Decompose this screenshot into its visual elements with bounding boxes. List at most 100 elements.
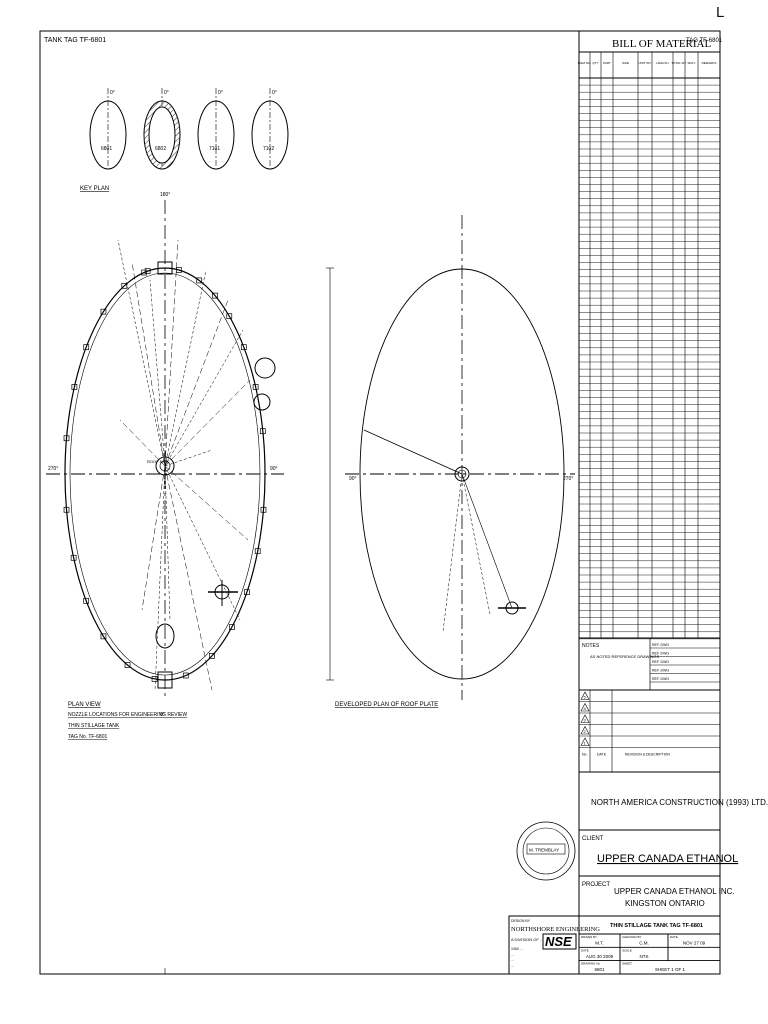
key-tank-angle: 0° (218, 90, 223, 96)
bom-col-header: UNIT WT. (639, 61, 652, 65)
nozzle-radial-line (117, 239, 166, 467)
shell-nozzle (259, 428, 266, 435)
shell-nozzle (254, 548, 261, 555)
stamp-name-box (526, 843, 566, 855)
engineer-sub: A DIVISION OF ... (511, 937, 543, 942)
client-name: UPPER CANADA ETHANOL (597, 853, 738, 865)
shell-nozzle (121, 282, 128, 289)
rev-number: 4 (584, 706, 587, 711)
ref-dwg-text: REF. DWG (652, 652, 669, 656)
rev-number: 5 (584, 695, 587, 700)
nozzle-radial-line (164, 465, 249, 541)
engineer-address-line: ... (511, 964, 514, 968)
drawing-cell-label: DATE (581, 948, 589, 952)
client-label: CLIENT (582, 836, 604, 842)
shell-nozzle (182, 672, 189, 679)
angle-mark-1: 90° (270, 466, 278, 472)
drawing-cell-label: SHEET (622, 962, 632, 966)
dev-center-nozzle (454, 466, 470, 482)
engineer-stamp: M. TREMBLAY (516, 821, 576, 881)
shell-nozzle (212, 292, 218, 299)
rev-triangle-icon (580, 691, 590, 700)
bill-of-material: BILL OF MATERIAL TAG TF-6801 ITEM NO.QTY… (578, 38, 723, 640)
rev-header: DATE (597, 753, 607, 757)
developed-plan: 90° 270° (326, 215, 575, 700)
nozzle-radial-line (164, 379, 251, 467)
shell-nozzle (70, 554, 77, 561)
shell-nozzle (100, 308, 107, 315)
project-line1: UPPER CANADA ETHANOL INC. (614, 887, 735, 896)
shell-nozzle (124, 662, 131, 668)
drawing-cell-label: DRAWN BY (581, 935, 597, 939)
ref-dwg-text: REF. DWG (652, 643, 669, 647)
shell-nozzle (144, 268, 151, 274)
key-tank-angle: 0° (164, 90, 169, 96)
shell-nozzle (83, 597, 90, 604)
bottom-nozzle (155, 623, 175, 649)
bom-col-header: TOTAL WT. (671, 61, 686, 65)
rev-header: No. (582, 753, 587, 757)
developed-plan-label: DEVELOPED PLAN OF ROOF PLATE (335, 702, 438, 708)
drawing-title: THIN STILLAGE TANK TAG TF-6801 (610, 923, 703, 929)
shell-nozzle (63, 506, 70, 513)
sheet-border (39, 30, 721, 975)
corner-mark: L (716, 4, 725, 21)
frame-title: TANK TAG TF-6801 (44, 37, 106, 44)
nozzle-radial-line (141, 465, 166, 611)
key-tank-tag: 6801 (101, 146, 112, 152)
nse-logo-box (542, 933, 577, 950)
drawing-cell-value: NOV 27 09 (683, 941, 706, 946)
rev-number: 3 (584, 718, 587, 723)
nozzle-radial-line (164, 239, 179, 467)
drawing-cell-label: DRAWING No. (581, 962, 601, 966)
rev-triangle-icon (580, 702, 590, 712)
rev-triangle-icon (580, 725, 590, 735)
key-plan-label: KEY PLAN (80, 186, 109, 192)
stamp-inner (522, 827, 570, 875)
drawing-cell-value: 6801 (594, 967, 605, 972)
bom-col-header: MATL (688, 61, 696, 65)
shell-nozzle (83, 344, 90, 351)
revision-box (578, 689, 721, 773)
roof-nozzle-inner (159, 460, 171, 472)
plan-view: ROOF NOZ 270° 90° 180° 0° (46, 192, 284, 718)
shell-nozzle (151, 676, 158, 682)
bom-col-header: PART (603, 61, 611, 65)
plan-view-sub3: TAG No. TF-6801 (68, 734, 107, 740)
dev-right-mark: 270° (563, 476, 573, 482)
shell-nozzle (196, 277, 203, 284)
roof-cut-line (363, 429, 463, 475)
nozzle-radials (117, 239, 251, 691)
nozzle-radial-line (164, 465, 213, 691)
shell-nozzle (260, 506, 267, 513)
key-tank-tag: 7102 (263, 146, 274, 152)
drawing-cell-label: DATE (670, 935, 678, 939)
shell-nozzle (240, 344, 247, 351)
plan-view-sub1: NOZZLE LOCATIONS FOR ENGINEERING REVIEW (68, 712, 187, 718)
manway-nozzle (253, 393, 271, 411)
nozzle-radial-line (164, 465, 241, 621)
plan-view-label: PLAN VIEW (68, 702, 101, 708)
key-tank-angle: 0° (110, 90, 115, 96)
engineer-address: 1060 ............ (511, 947, 523, 968)
engineer-address-line: ... (511, 958, 514, 962)
drawing-cell-label: CHECKED BY (622, 935, 642, 939)
nozzle-radial-line (149, 279, 166, 467)
shell-nozzle (63, 435, 70, 442)
key-tank-tag: 6802 (155, 146, 166, 152)
stamp-outer (516, 821, 576, 881)
rev-number: 2 (584, 729, 587, 734)
nse-logo: NSE (545, 934, 572, 949)
top-outlet (157, 261, 173, 275)
shell-nozzle (244, 589, 250, 596)
nozzle-radial-line (131, 261, 166, 467)
rev-triangle-icon (580, 737, 590, 746)
roof-nozzle-center (155, 456, 175, 476)
bottom-outlet (157, 671, 173, 689)
ref-dwg-text: REF. DWG (652, 669, 669, 673)
shell-nozzle (100, 633, 107, 640)
drawing-info-cell (667, 946, 721, 961)
